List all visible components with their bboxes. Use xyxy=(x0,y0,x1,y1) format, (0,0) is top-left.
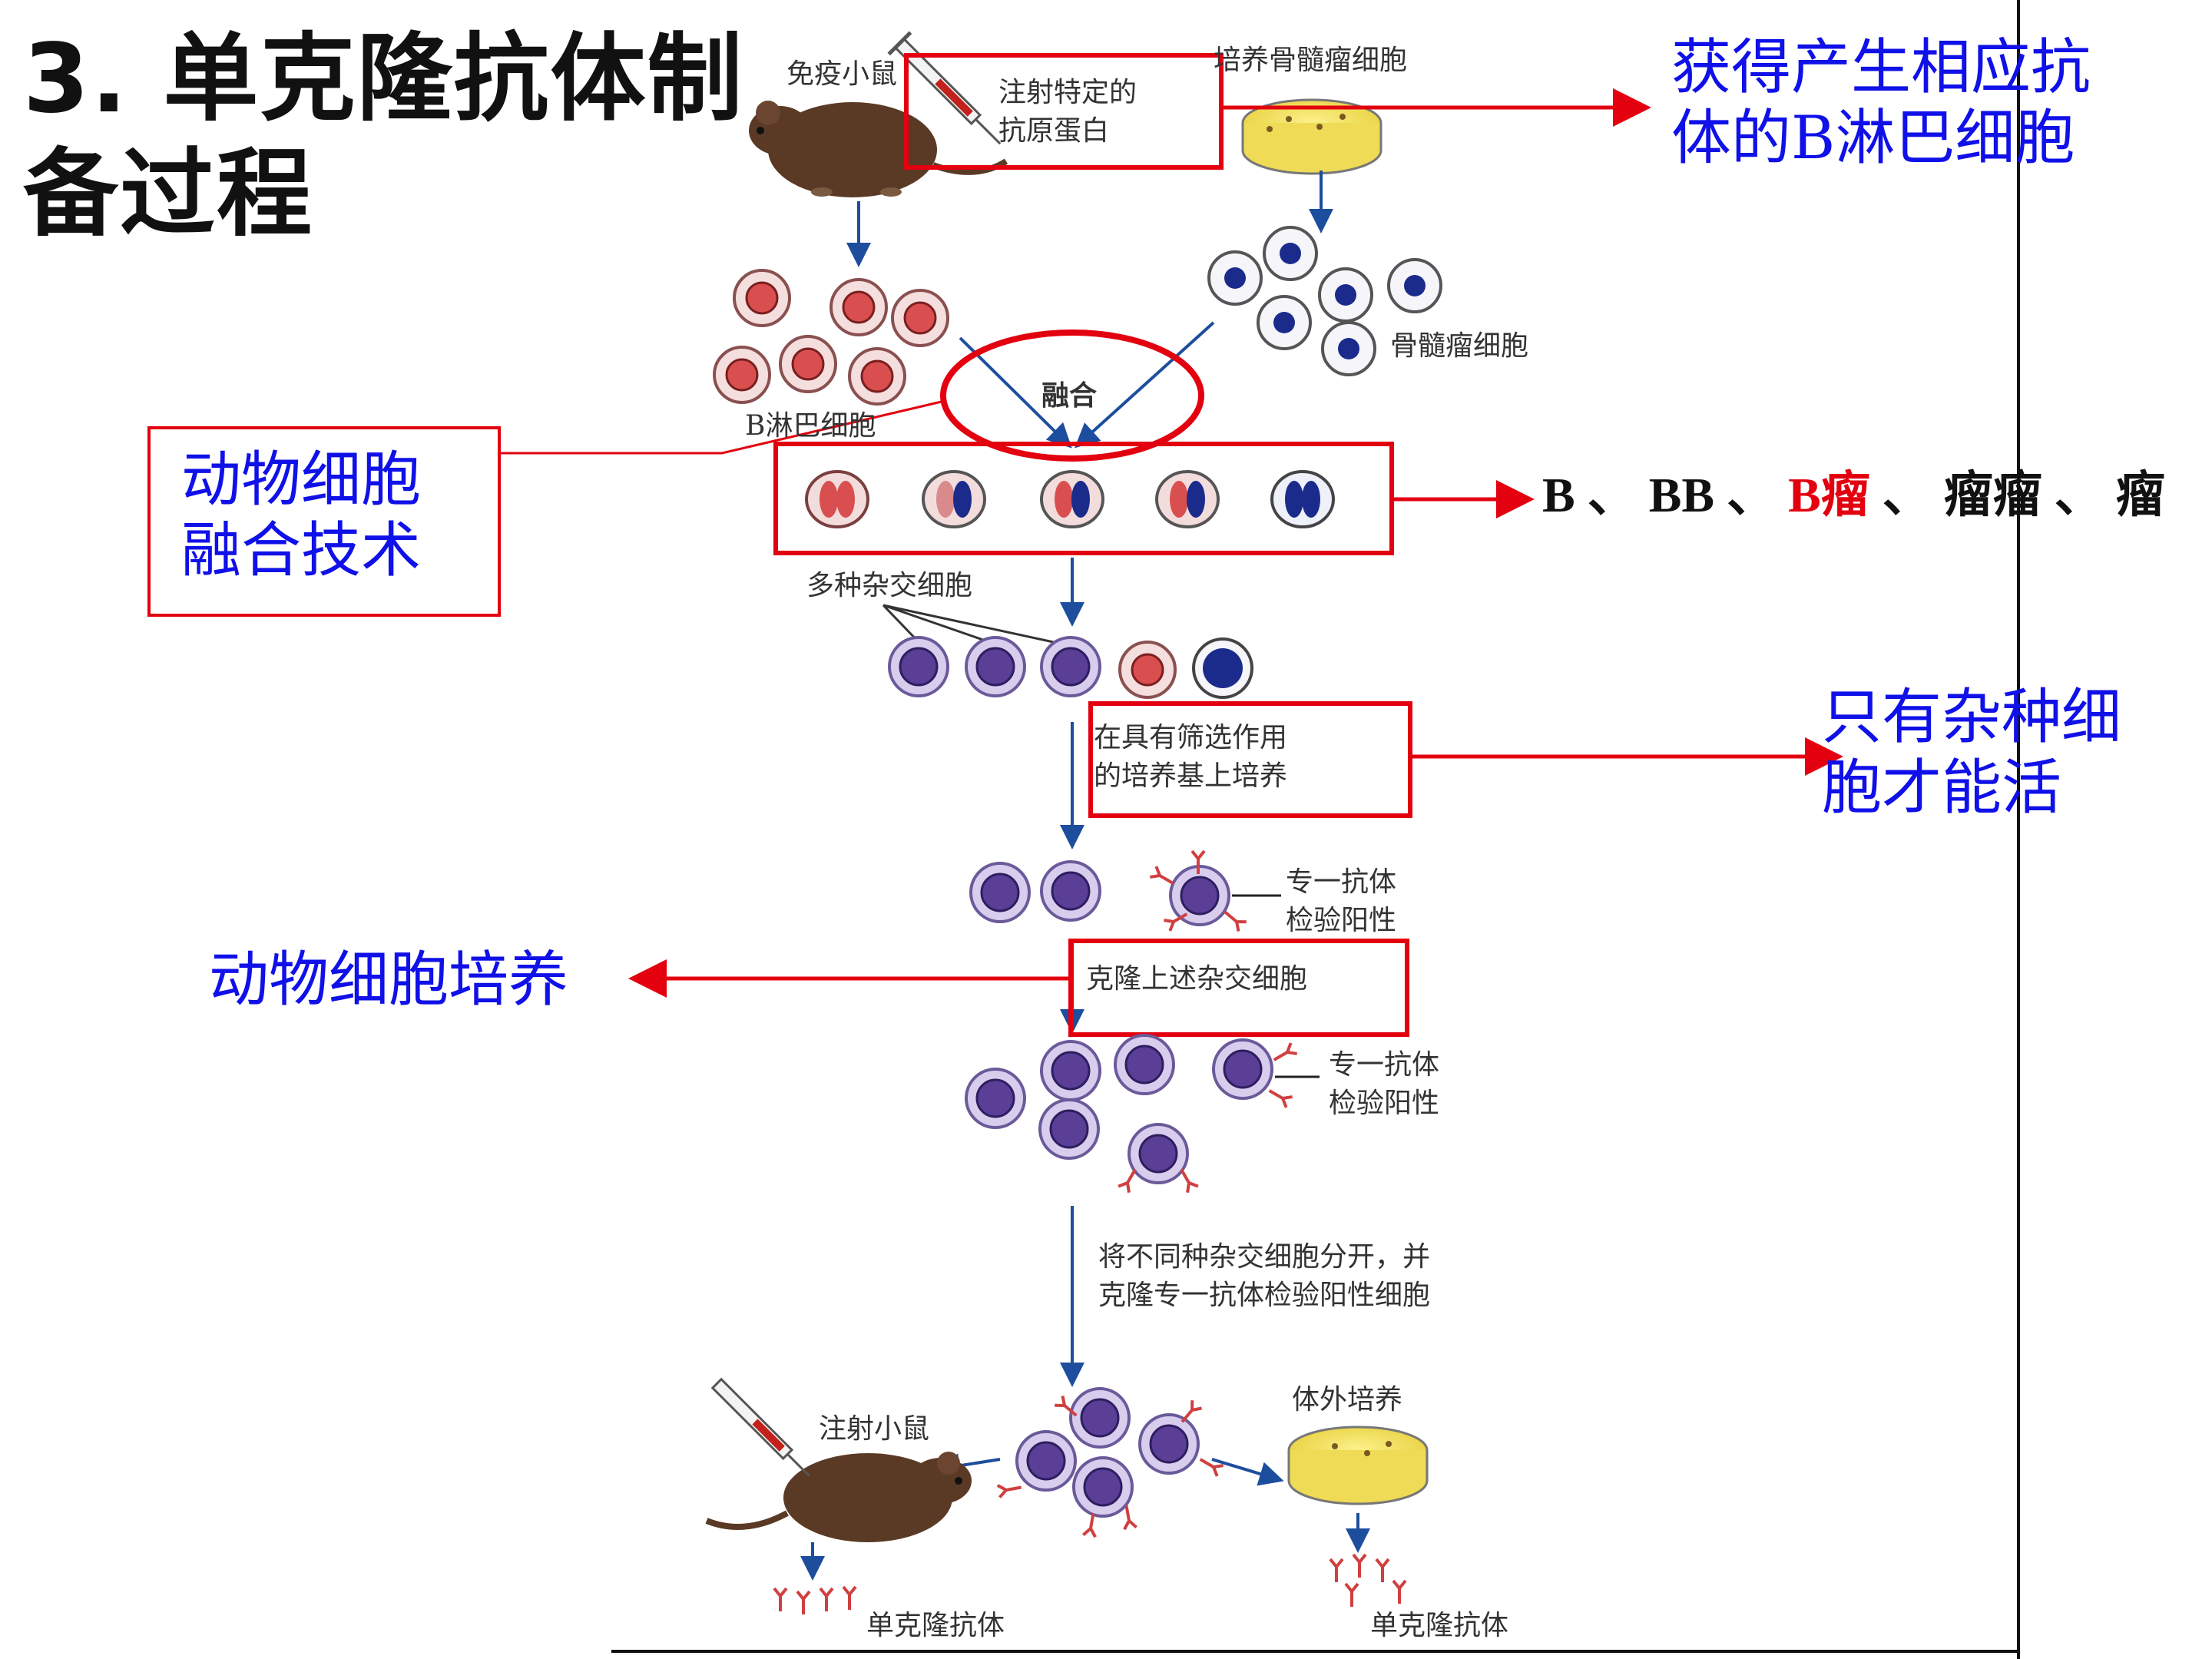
separator: 、 xyxy=(1587,468,1637,522)
label-separate-and-clone: 将不同种杂交细胞分开，并 克隆专一抗体检验阳性细胞 xyxy=(1098,1241,1431,1311)
injected-mouse-icon xyxy=(705,1452,972,1542)
culture-note: 动物细胞培养 xyxy=(209,945,569,1015)
fusion-note-connector xyxy=(501,399,945,455)
fusion-type-b: B xyxy=(1542,468,1575,522)
label-inject-antigen: 注射特定的 抗原蛋白 xyxy=(998,77,1137,147)
label-inject-mouse: 注射小鼠 xyxy=(819,1413,930,1445)
label-antibody-test-1: 专一抗体 检验阳性 xyxy=(1286,866,1397,936)
fusion-type-b-myeloma: B瘤 xyxy=(1788,468,1870,522)
label-hybrid-cells: 多种杂交细胞 xyxy=(806,570,973,601)
b-lymphocyte-cluster xyxy=(713,269,949,406)
label-clone-hybrids: 克隆上述杂交细胞 xyxy=(1086,963,1308,995)
label-mab-left: 单克隆抗体 xyxy=(866,1610,1005,1641)
separator: 、 xyxy=(1882,468,1932,522)
slide-title: 3. 单克隆抗体制 备过程 xyxy=(23,24,744,250)
antigen-injection-box xyxy=(904,53,1224,170)
separator: 、 xyxy=(2054,468,2104,522)
culture-dish-bottom-icon xyxy=(1287,1426,1429,1505)
antibodies-left xyxy=(773,1585,857,1616)
antibodies-right xyxy=(1329,1553,1407,1608)
petri-dish-icon xyxy=(1241,98,1382,175)
syringe-bottom-icon xyxy=(710,1377,810,1477)
cloned-cell-cluster xyxy=(965,1034,1299,1194)
selection-note: 只有杂种细 胞才能活 xyxy=(1822,683,2122,823)
fusion-highlight-ellipse xyxy=(940,329,1204,462)
hybrid-cell-row xyxy=(888,636,1253,699)
fusion-type-myeloma-myeloma: 瘤瘤 xyxy=(1943,468,2042,522)
fusion-note-box: 动物细胞 融合技术 xyxy=(147,426,501,617)
fusion-note: 动物细胞 融合技术 xyxy=(181,445,422,585)
immune-mouse-icon xyxy=(749,101,1008,197)
selective-medium-box xyxy=(1088,701,1412,818)
fused-cell-row xyxy=(805,470,1335,528)
separator: 、 xyxy=(1727,468,1777,522)
b-cell-note: 获得产生相应抗 体的B淋巴细胞 xyxy=(1671,33,2091,173)
fusion-type-bb: BB xyxy=(1648,468,1715,522)
label-fusion: 融合 xyxy=(1041,379,1098,412)
label-b-lymphocyte: B淋巴细胞 xyxy=(745,410,876,442)
label-in-vitro-culture: 体外培养 xyxy=(1292,1384,1403,1416)
surviving-hybrid-row xyxy=(969,849,1248,933)
fusion-types-sequence: B 、 BB 、 B瘤 、 瘤瘤 、 瘤 xyxy=(1542,461,2165,530)
label-myeloma-cell: 骨髓瘤细胞 xyxy=(1390,330,1529,362)
clone-box xyxy=(1068,939,1409,1037)
label-immune-mouse: 免疫小鼠 xyxy=(786,58,898,90)
label-antibody-test-2: 专一抗体 检验阳性 xyxy=(1329,1049,1440,1119)
label-culture-myeloma: 培养骨髓瘤细胞 xyxy=(1214,45,1408,76)
final-clone-cluster xyxy=(995,1387,1225,1539)
fusion-type-myeloma: 瘤 xyxy=(2115,468,2165,522)
label-mab-right: 单克隆抗体 xyxy=(1370,1610,1509,1641)
syringe-icon xyxy=(887,31,1002,145)
label-selective-medium: 在具有筛选作用 的培养基上培养 xyxy=(1094,722,1288,792)
